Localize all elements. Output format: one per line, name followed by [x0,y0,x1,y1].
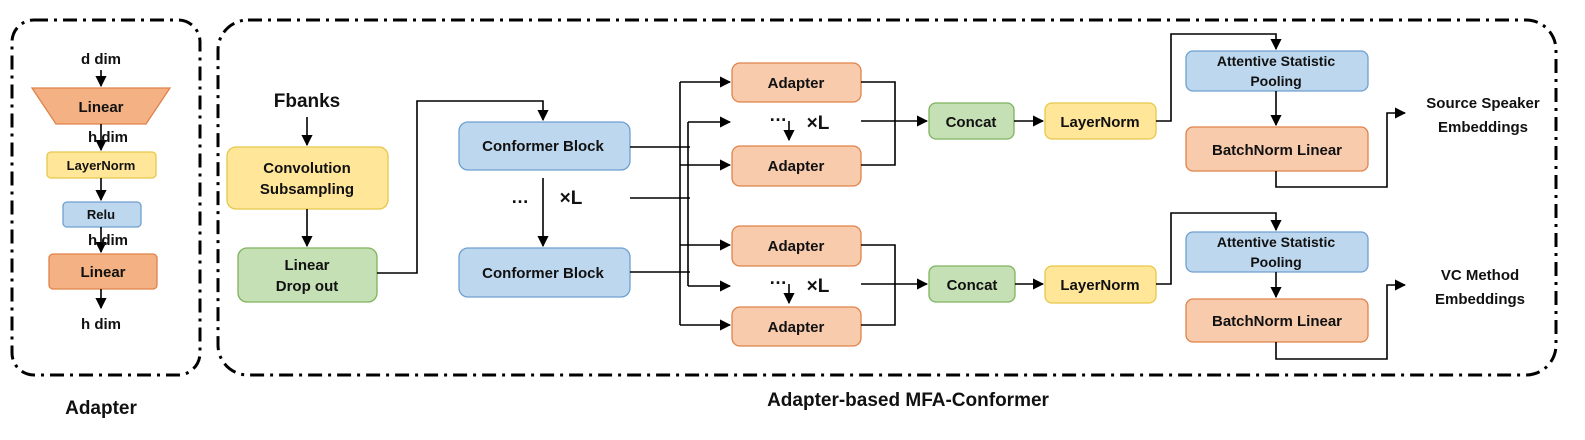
relu-box [62,201,142,228]
adapter-input-dim: d dim [81,51,121,68]
adapter-2-label: Adapter [768,158,825,175]
adapter-4-box [731,306,862,347]
output-top-line-2: Embeddings [1438,119,1528,136]
linear-dropout-line-1: Linear [284,257,329,274]
adapter-1-label: Adapter [768,75,825,92]
adapter-layernorm-label: LayerNorm [67,158,136,173]
conv-subsampling-line-2: Subsampling [260,181,354,198]
asp-bottom-line-2: Pooling [1250,254,1301,270]
conformer-dots: … [511,187,529,207]
conformer-repeat: ×L [560,188,583,209]
arrow-layernorm-to-asp-bottom [1156,212,1282,285]
adapter-3-box [731,225,862,267]
output-bottom-line-2: Embeddings [1435,291,1525,308]
linear-dropout-line-2: Drop out [276,278,338,295]
bn-linear-bottom-label: BatchNorm Linear [1212,313,1342,330]
adapter-panel-border [10,18,202,377]
bn-linear-top-label: BatchNorm Linear [1212,142,1342,159]
adapter-mid-dim-2: h dim [88,232,128,249]
layernorm-top-label: LayerNorm [1060,114,1139,131]
bn-linear-top-box [1185,126,1369,172]
wire-adapters-bottom-merge [861,244,896,326]
wire-adapters-top-merge [861,81,896,166]
adapter-dots-1: … [769,105,787,125]
arrow-layernorm-to-asp-top [1156,33,1282,122]
main-panel-border [216,18,1558,377]
adapter-dots-2: … [769,268,787,288]
conv-subsampling-line-1: Convolution [263,160,350,177]
asp-top-line-2: Pooling [1250,73,1301,89]
adapter-2-box [731,145,862,187]
concat-top-label: Concat [946,114,997,131]
output-top-line-1: Source Speaker [1426,95,1540,112]
adapter-repeat-1: ×L [807,113,830,134]
asp-top-box [1185,50,1369,92]
down-linear-box [30,87,172,125]
adapter-mid-dim-1: h dim [88,129,128,146]
main-panel-title: Adapter-based MFA-Conformer [767,390,1049,411]
arrow-bn-to-output-top [1275,107,1407,188]
conformer-block-top-label: Conformer Block [482,138,604,155]
up-linear-box [48,253,158,290]
adapter-3-label: Adapter [768,238,825,255]
asp-top-line-1: Attentive Statistic [1217,53,1335,69]
up-linear-label: Linear [80,264,125,281]
asp-bottom-line-1: Attentive Statistic [1217,234,1335,250]
adapter-output-dim: h dim [81,316,121,333]
conv-subsampling-box [226,146,389,210]
arrow-linear-to-conformer [377,100,549,274]
down-linear-label: Linear [78,99,123,116]
relu-label: Relu [87,207,115,222]
concat-bottom-label: Concat [947,277,998,294]
adapter-4-label: Adapter [768,319,825,336]
adapter-panel-title: Adapter [65,398,137,419]
arrow-bn-to-output-bottom [1275,279,1407,360]
linear-dropout-box [237,247,378,303]
output-bottom-line-1: VC Method [1441,267,1519,284]
conformer-block-bottom-label: Conformer Block [482,265,604,282]
conformer-block-top-box [458,121,631,171]
bn-linear-bottom-box [1185,298,1369,343]
layernorm-bottom-label: LayerNorm [1060,277,1139,294]
asp-bottom-box [1185,231,1369,273]
adapter-repeat-2: ×L [807,276,830,297]
fbanks-label: Fbanks [274,91,341,112]
